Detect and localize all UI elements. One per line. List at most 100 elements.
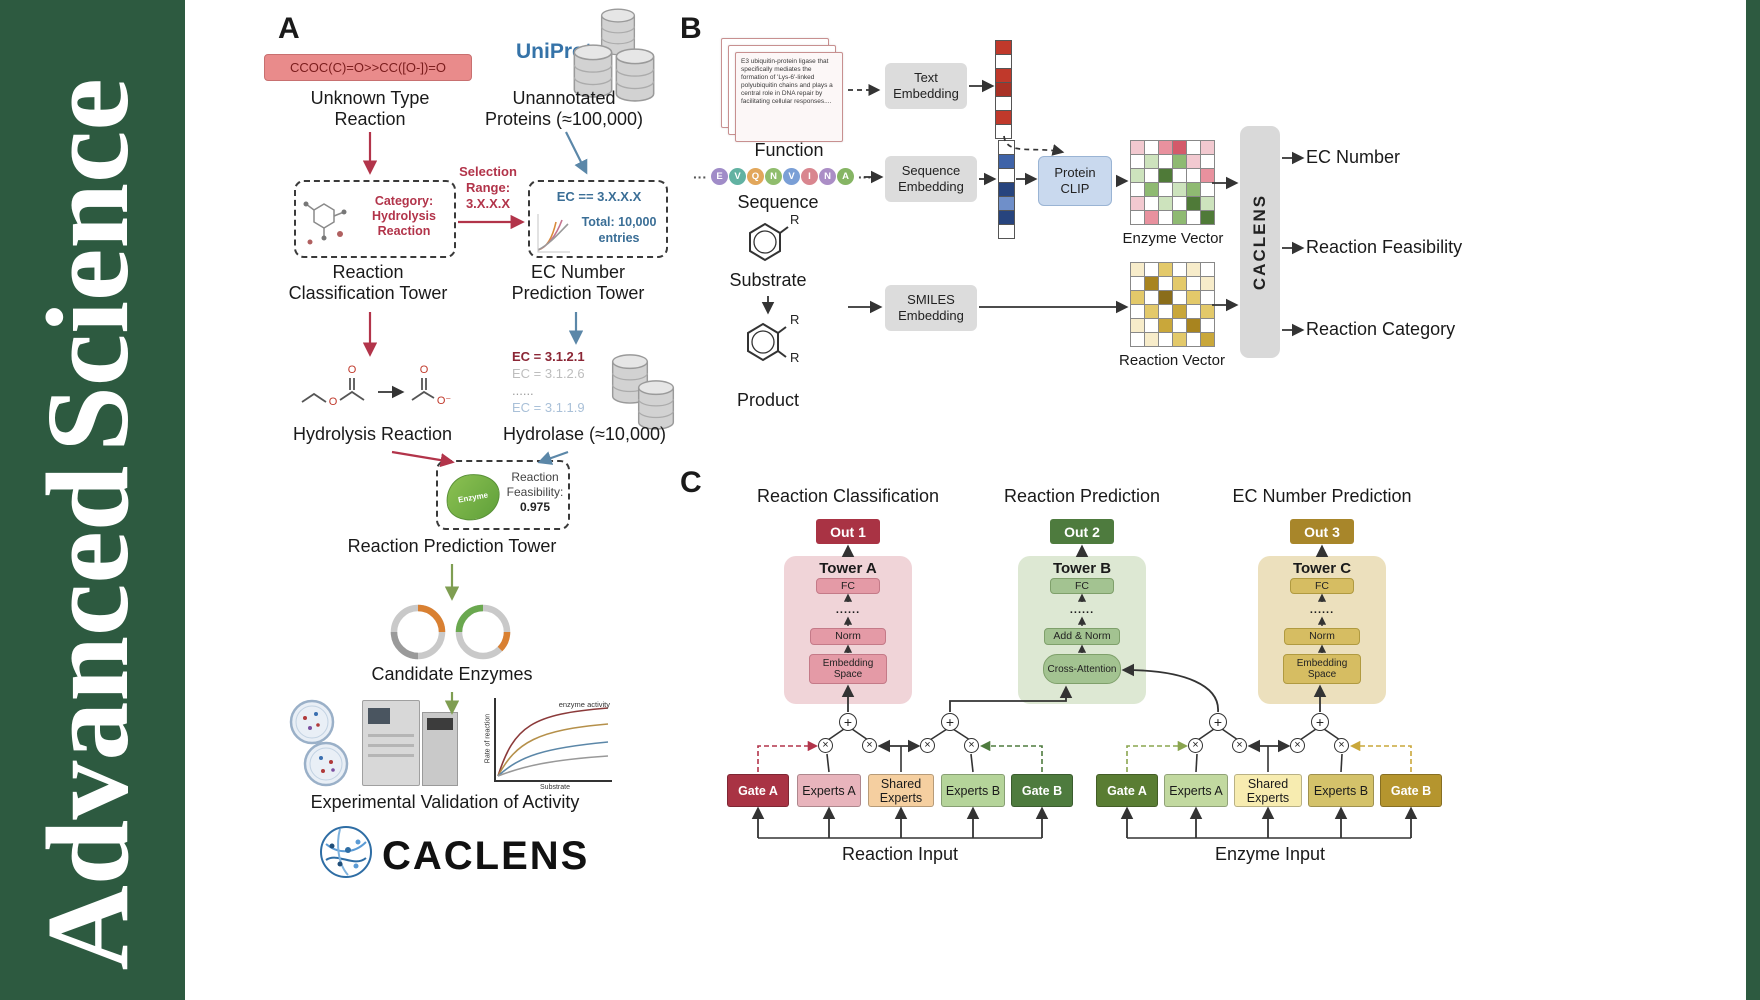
tower-b-dots: ...... xyxy=(1069,604,1095,616)
function-card: E3 ubiquitin-protein ligase that specifi… xyxy=(735,52,843,142)
tower-c-norm: Norm xyxy=(1284,628,1360,645)
caclens-logo-icon xyxy=(320,826,372,878)
ec-number-tower-label: EC Number Prediction Tower xyxy=(511,262,645,303)
smiles-reaction-box: CCOC(C)=O>>CC([O-])=O xyxy=(264,54,472,81)
product-label: Product xyxy=(736,390,800,410)
sequence-label: Sequence xyxy=(737,192,819,212)
gate-b-left-box: Gate B xyxy=(1011,774,1073,807)
unannotated-proteins-label: Unannotated Proteins (≈100,000) xyxy=(485,88,643,129)
caclens-wordmark: CACLENS xyxy=(382,834,590,878)
hydrolysis-reaction-sketch: O O O O⁻ xyxy=(301,364,452,408)
out-2-box: Out 2 xyxy=(1050,519,1114,544)
panel-c-label: C xyxy=(680,466,702,499)
unknown-reaction-label: Unknown Type Reaction xyxy=(310,88,430,129)
tower-b-fc: FC xyxy=(1050,578,1114,594)
reaction-vector-label: Reaction Vector xyxy=(1119,352,1225,369)
panel-a-connectors xyxy=(362,131,588,715)
reaction-classification-tower-label: Reaction Classification Tower xyxy=(288,262,448,303)
activity-chart-title: enzyme activity xyxy=(558,700,610,709)
experts-b-right-box: Experts B xyxy=(1308,774,1374,807)
activity-chart: enzyme activity xyxy=(494,698,612,782)
tower-c-panel: Tower C FC ...... Norm Embedding Space xyxy=(1258,556,1386,704)
multiply-node-icon: × xyxy=(1290,738,1305,753)
output-ec-number: EC Number xyxy=(1306,147,1401,167)
atom-o: O xyxy=(348,364,357,376)
text-embedding-box: Text Embedding xyxy=(885,63,967,109)
protein-clip-box: Protein CLIP xyxy=(1038,156,1112,206)
journal-sidebar xyxy=(0,0,185,1000)
product-molecule-icon xyxy=(747,322,787,362)
selection-range-label: Selection Range: 3.X.X.X xyxy=(459,164,517,211)
reaction-category-text: Category: Hydrolysis Reaction xyxy=(372,194,436,238)
product-r-group: R xyxy=(790,312,800,327)
ec-selection-line1: EC == 3.X.X.X xyxy=(556,189,642,204)
tower-a-dots: ...... xyxy=(835,604,861,616)
plasmid-icons xyxy=(390,604,511,660)
petri-dish-icon xyxy=(303,741,349,787)
column-title-ec-number-prediction: EC Number Prediction xyxy=(1232,486,1412,506)
sum-node-icon: + xyxy=(1209,713,1227,731)
ec-item: EC = 3.1.1.9 xyxy=(512,400,585,415)
output-reaction-feasibility: Reaction Feasibility xyxy=(1306,237,1463,257)
sequence-embedding-vector xyxy=(998,140,1015,239)
multiply-node-icon: × xyxy=(862,738,877,753)
atom-o-minus: O⁻ xyxy=(437,395,452,407)
substrate-r-group: R xyxy=(790,212,800,227)
tower-a-panel: Tower A FC ...... Norm Embedding Space xyxy=(784,556,912,704)
ec-item: EC = 3.1.2.1 xyxy=(512,349,585,364)
instrument-stripe xyxy=(368,744,414,747)
caclens-block xyxy=(1240,126,1280,358)
molecule-sketch-icon xyxy=(303,201,347,245)
instrument-stripe xyxy=(368,754,414,757)
out-3-box: Out 3 xyxy=(1290,519,1354,544)
smiles-embedding-box: SMILES Embedding xyxy=(885,285,977,331)
reaction-input-label: Reaction Input xyxy=(841,844,959,864)
feasibility-text: Reaction Feasibility: 0.975 xyxy=(506,470,564,514)
tower-c-fc: FC xyxy=(1290,578,1354,594)
tower-b-title: Tower B xyxy=(1052,560,1112,577)
ellipsis: ··· xyxy=(693,168,707,185)
reaction-prediction-tower-label: Reaction Prediction Tower xyxy=(347,536,557,556)
multiply-node-icon: × xyxy=(964,738,979,753)
function-label: Function xyxy=(754,140,824,160)
substrate-molecule-icon xyxy=(749,222,789,262)
right-border-strip xyxy=(1746,0,1760,1000)
sequence-embedding-box: Sequence Embedding xyxy=(885,156,977,202)
output-reaction-category: Reaction Category xyxy=(1306,319,1456,339)
sum-node-icon: + xyxy=(1311,713,1329,731)
panel-b-label: B xyxy=(680,12,702,45)
reaction-category-box: Category: Hydrolysis Reaction xyxy=(294,180,456,258)
instrument-module-screen xyxy=(427,718,453,730)
panel-a-label: A xyxy=(278,12,300,45)
tower-a-fc: FC xyxy=(816,578,880,594)
shared-experts-right-box: Shared Experts xyxy=(1234,774,1302,807)
atom-o: O xyxy=(329,396,338,408)
reaction-feasibility-box: Enzyme Reaction Feasibility: 0.975 xyxy=(436,460,570,530)
instrument-screen xyxy=(368,708,390,724)
activity-chart-xlabel: Substrate xyxy=(540,784,570,791)
enzyme-input-label: Enzyme Input xyxy=(1214,844,1326,864)
atom-o: O xyxy=(420,364,429,376)
tower-a-embedding-space: Embedding Space xyxy=(809,654,887,684)
function-card-text: E3 ubiquitin-protein ligase that specifi… xyxy=(741,58,833,105)
tower-c-embedding-space: Embedding Space xyxy=(1283,654,1361,684)
tower-a-norm: Norm xyxy=(810,628,886,645)
product-r-group: R xyxy=(790,350,800,365)
enzyme-vector-matrix xyxy=(1130,140,1215,225)
tower-b-add-norm: Add & Norm xyxy=(1044,628,1120,645)
gate-b-right-box: Gate B xyxy=(1380,774,1442,807)
text-embedding-vector xyxy=(995,40,1012,139)
column-title-reaction-prediction: Reaction Prediction xyxy=(1003,486,1161,506)
candidate-enzymes-label: Candidate Enzymes xyxy=(371,664,533,684)
panel-c-connectors xyxy=(751,544,1418,839)
substrate-label: Substrate xyxy=(729,270,807,290)
ec-selection-box: EC == 3.X.X.X Total: 10,000 entries xyxy=(528,180,668,258)
tower-c-title: Tower C xyxy=(1292,560,1352,577)
sum-node-icon: + xyxy=(941,713,959,731)
multiply-node-icon: × xyxy=(1188,738,1203,753)
gate-a-left-box: Gate A xyxy=(727,774,789,807)
smiles-reaction-text: CCOC(C)=O>>CC([O-])=O xyxy=(289,60,446,75)
